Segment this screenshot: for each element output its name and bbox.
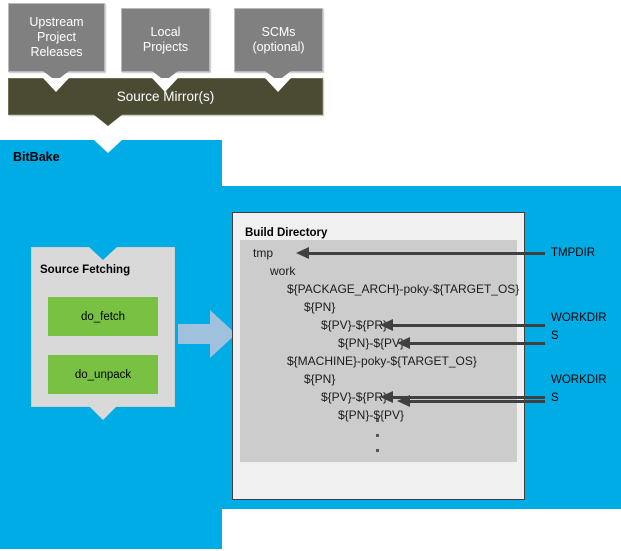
tree-row-pv-pr-1: ${PV}-${PR} — [321, 318, 388, 332]
source-mirror-label: Source Mirror(s) — [116, 89, 215, 104]
tree-continuation-dot-3 — [376, 449, 379, 452]
source-box-upstream-line-1: Project — [37, 30, 76, 44]
annotation-line-s-2 — [409, 400, 545, 403]
annotation-line-workdir-2 — [392, 396, 545, 399]
source-box-upstream-line-0: Upstream — [29, 15, 84, 29]
chevron-down-icon-scms-tail — [265, 71, 291, 81]
source-box-local: Local Projects — [121, 8, 210, 72]
tree-row-pn-2: ${PN} — [304, 372, 336, 386]
tree-row-pn-pv-1: ${PN}-${PV} — [338, 336, 405, 350]
chevron-down-icon-mirror-out — [93, 114, 123, 126]
source-fetching-title: Source Fetching — [40, 264, 131, 276]
annotation-label-workdir-1: WORKDIR — [551, 312, 607, 324]
annotation-line-tmpdir — [308, 252, 545, 255]
annotation-line-s-1 — [409, 342, 545, 345]
tree-row-package-arch: ${PACKAGE_ARCH}-poky-${TARGET_OS} — [287, 282, 520, 296]
source-box-scms-line-1: (optional) — [252, 40, 305, 54]
tree-continuation-dot-1 — [376, 419, 379, 422]
tree-continuation-dot-2 — [376, 434, 379, 437]
task-box-do-fetch[interactable]: do_fetch — [48, 297, 158, 336]
source-box-upstream-line-2: Releases — [30, 45, 83, 59]
task-box-do-unpack[interactable]: do_unpack — [48, 355, 158, 394]
tree-row-pv-pr-2: ${PV}-${PR} — [321, 390, 388, 404]
bitbake-panel-label: BitBake — [13, 150, 60, 164]
tree-row-pn-pv-2: ${PN}-${PV} — [338, 408, 405, 422]
tree-row-tmp: tmp — [253, 246, 274, 260]
task-label-do-fetch: do_fetch — [80, 310, 126, 323]
annotation-label-tmpdir: TMPDIR — [551, 247, 596, 259]
annotation-label-workdir-2: WORKDIR — [551, 374, 607, 386]
source-box-scms: SCMs (optional) — [234, 8, 323, 72]
annotation-line-workdir-1 — [392, 324, 545, 327]
tree-row-pn-1: ${PN} — [304, 300, 336, 314]
annotation-label-s-2: S — [551, 392, 559, 404]
task-label-do-unpack: do_unpack — [74, 368, 132, 381]
tree-row-machine: ${MACHINE}-poky-${TARGET_OS} — [287, 354, 477, 368]
source-box-upstream: Upstream Project Releases — [8, 3, 105, 72]
tree-row-work: work — [270, 264, 296, 278]
build-directory-title: Build Directory — [245, 227, 328, 239]
source-box-local-line-1: Projects — [142, 40, 189, 54]
source-box-local-line-0: Local — [150, 25, 181, 39]
annotation-label-s-1: S — [551, 330, 559, 342]
chevron-down-icon-upstream-tail — [43, 71, 69, 81]
build-directory-tree-background — [240, 240, 517, 462]
chevron-down-icon-local-tail — [152, 71, 178, 81]
source-box-scms-line-0: SCMs — [261, 25, 296, 39]
